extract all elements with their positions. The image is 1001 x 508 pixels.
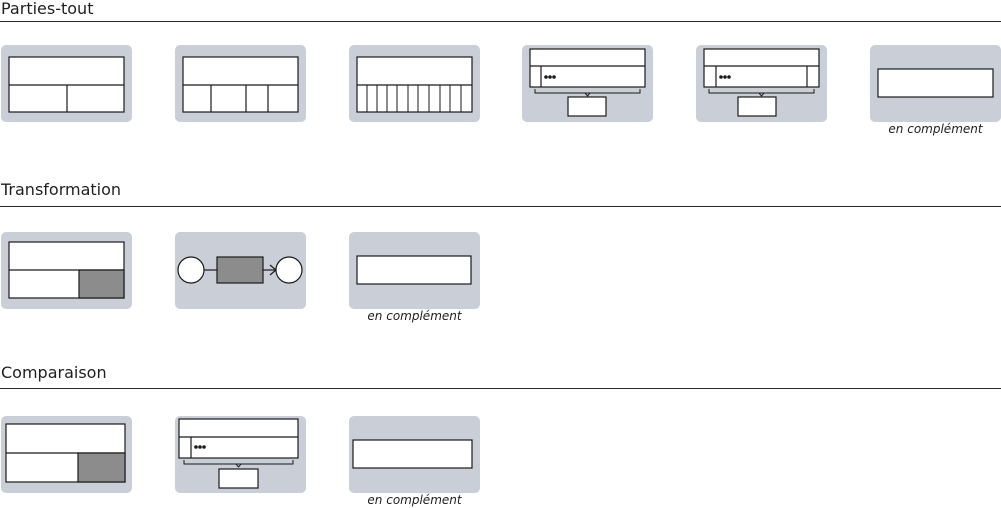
model-card-bracketed[interactable] — [522, 45, 653, 122]
four-part-whole-icon — [182, 56, 299, 113]
model-card-single-box[interactable] — [870, 45, 1001, 122]
model-card-compare-shaded[interactable] — [1, 416, 132, 493]
state-transition-icon — [177, 256, 303, 284]
section-title-parties-tout: Parties-tout — [1, 0, 94, 18]
section-divider — [0, 21, 1001, 22]
model-card-two-parts[interactable] — [1, 45, 132, 122]
bracketed-part-whole-icon — [529, 48, 646, 117]
caption-en-complement: en complément — [367, 493, 462, 507]
single-box-icon — [352, 439, 473, 469]
compare-shaded-part-icon — [5, 423, 126, 483]
single-box-icon — [356, 255, 472, 285]
model-card-single-box[interactable] — [349, 416, 480, 493]
section-divider — [0, 206, 1001, 207]
bracketed-part-whole-sides-icon — [703, 48, 820, 117]
model-card-state-transition[interactable] — [175, 232, 306, 309]
two-part-whole-icon — [8, 56, 125, 113]
model-card-bracketed-compare[interactable] — [175, 416, 306, 493]
single-box-icon — [877, 68, 994, 98]
change-shaded-part-icon — [8, 241, 125, 299]
model-card-many-parts[interactable] — [349, 45, 480, 122]
section-divider — [0, 388, 1001, 389]
model-card-single-box[interactable] — [349, 232, 480, 309]
caption-en-complement: en complément — [367, 309, 462, 323]
bracketed-compare-icon — [178, 418, 299, 489]
model-card-bracketed-sides[interactable] — [696, 45, 827, 122]
caption-en-complement: en complément — [888, 122, 983, 136]
section-title-comparaison: Comparaison — [1, 363, 107, 382]
model-card-shaded-part[interactable] — [1, 232, 132, 309]
section-title-transformation: Transformation — [1, 180, 122, 199]
model-card-four-parts[interactable] — [175, 45, 306, 122]
many-part-whole-icon — [356, 56, 473, 113]
